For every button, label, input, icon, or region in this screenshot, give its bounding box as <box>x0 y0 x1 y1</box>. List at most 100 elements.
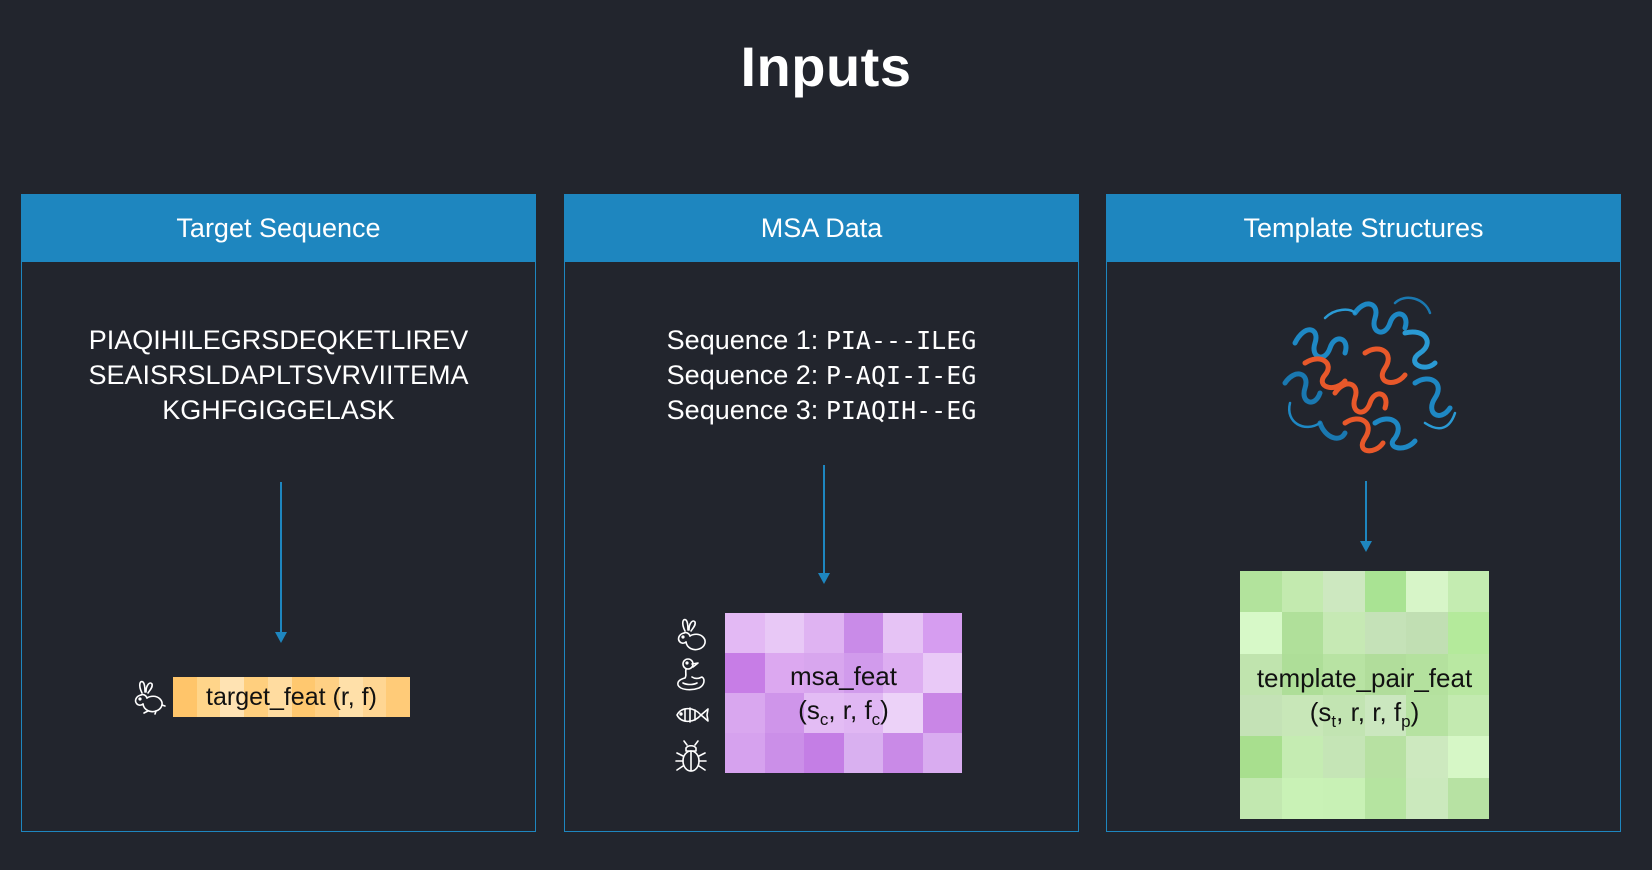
template-pair-feat-cell <box>1364 612 1406 654</box>
sequence-line-1: PIAQIHILEGRSDEQKETLIREV <box>88 325 469 355</box>
msa-feat-cell <box>883 733 923 773</box>
template-pair-feat-cell <box>1447 653 1489 695</box>
template-pair-feat-cell <box>1447 612 1489 654</box>
rabbit-icon <box>134 680 166 715</box>
msa-feat-cell <box>804 693 844 733</box>
target-arrow-head <box>275 632 287 643</box>
target-sequence-header: Target Sequence <box>22 195 535 262</box>
template-pair-feat-cell <box>1240 612 1282 654</box>
sequence-line-3: KGHFGIGGELASK <box>162 395 395 425</box>
msa-feat-cell <box>725 693 765 733</box>
template-pair-feat-grid <box>1240 571 1489 819</box>
template-pair-feat-cell <box>1364 571 1406 613</box>
target-feat-cell <box>338 677 363 717</box>
msa-feat-cell <box>764 613 804 653</box>
target-feat-cell <box>362 677 387 717</box>
template-pair-feat-cell <box>1281 694 1323 737</box>
template-pair-feat-label: template_pair_feat (st, r, r, fp) <box>1256 663 1473 732</box>
msa-feat-cell <box>922 733 962 773</box>
msa-feat-cell <box>922 693 962 733</box>
template-pair-feat-cell <box>1323 653 1365 695</box>
template-pair-feat-cell <box>1406 653 1448 695</box>
bug-icon <box>675 740 707 772</box>
msa-feat-cell <box>883 653 923 693</box>
template-arrow-head <box>1360 541 1372 552</box>
duck-icon <box>677 658 705 691</box>
rabbit-icon <box>677 618 706 651</box>
template-pair-feat-cell <box>1323 612 1365 654</box>
target-sequence-panel: Target Sequence PIAQIHILEGRSDEQKETLIREV … <box>21 194 536 832</box>
template-pair-feat-cell <box>1364 653 1406 695</box>
msa-row-2: Sequence 2: P-AQI-I-EG <box>666 360 977 390</box>
template-pair-feat-cell <box>1406 571 1448 613</box>
template-pair-feat-cell <box>1281 571 1323 613</box>
fish-icon <box>676 707 709 723</box>
target-feat-label: target_feat (r, f) <box>206 682 377 711</box>
msa-arrow-head <box>818 573 830 584</box>
template-pair-feat-cell <box>1281 736 1323 778</box>
msa-feat-grid <box>725 613 962 773</box>
template-pair-feat-cell <box>1447 694 1489 737</box>
template-pair-feat-cell <box>1364 736 1406 778</box>
msa-feat-label: msa_feat (sc, r, fc) <box>790 661 897 730</box>
template-pair-feat-cell <box>1240 653 1282 695</box>
msa-row-3: Sequence 3: PIAQIH--EG <box>666 395 977 425</box>
msa-feat-cell <box>725 653 765 693</box>
target-feat-cell <box>315 677 339 717</box>
template-pair-feat-cell <box>1281 612 1323 654</box>
page-title: Inputs <box>740 35 912 98</box>
sequence-line-2: SEAISRSLDAPLTSVRVIITEMA <box>88 360 469 390</box>
template-pair-feat-cell <box>1323 736 1365 778</box>
msa-feat-cell <box>843 693 883 733</box>
template-pair-feat-cell <box>1240 694 1282 737</box>
template-pair-feat-cell <box>1406 694 1448 737</box>
target-feat-cell <box>386 677 410 717</box>
target-feat-cell <box>196 677 221 717</box>
msa-feat-cell <box>843 613 883 653</box>
template-pair-feat-cell <box>1406 736 1448 778</box>
protein-structure-icon <box>1282 296 1457 454</box>
msa-arrow-line <box>823 465 825 575</box>
msa-feat-cell <box>843 653 883 693</box>
template-arrow-line <box>1365 481 1367 543</box>
template-pair-feat-cell <box>1323 694 1365 737</box>
template-pair-feat-cell <box>1406 612 1448 654</box>
target-arrow-line <box>280 482 282 634</box>
template-structures-panel: Template Structures template_pair_feat (… <box>1106 194 1621 832</box>
template-pair-feat-cell <box>1447 736 1489 778</box>
template-pair-feat-cell <box>1323 571 1365 613</box>
msa-feat-cell <box>922 653 962 693</box>
target-feat-bar: target_feat (r, f) <box>173 677 410 717</box>
template-pair-feat-cell <box>1281 653 1323 695</box>
msa-data-panel: MSA Data Sequence 1: PIA---ILEG Sequence… <box>564 194 1079 832</box>
msa-feat-cell <box>843 733 883 773</box>
template-pair-feat-cell <box>1240 571 1282 613</box>
msa-data-header: MSA Data <box>565 195 1078 262</box>
target-sequence-text: PIAQIHILEGRSDEQKETLIREV SEAISRSLDAPLTSVR… <box>22 323 535 428</box>
msa-sequence-list: Sequence 1: PIA---ILEG Sequence 2: P-AQI… <box>565 323 1078 428</box>
msa-feat-cell <box>804 653 844 693</box>
template-pair-feat-cell <box>1447 777 1489 819</box>
msa-feat-cell <box>764 693 804 733</box>
template-structures-header: Template Structures <box>1107 195 1620 262</box>
template-pair-feat-cell <box>1364 777 1406 819</box>
msa-feat-cell <box>725 613 765 653</box>
template-pair-feat-cell <box>1406 777 1448 819</box>
template-pair-feat-cell <box>1281 777 1323 819</box>
target-feat-cell <box>267 677 292 717</box>
msa-feat-cell <box>764 733 804 773</box>
target-feat-cell <box>244 677 268 717</box>
target-feat-cell <box>173 677 197 717</box>
msa-feat-cell <box>883 613 923 653</box>
template-pair-feat-cell <box>1323 777 1365 819</box>
target-feat-cell <box>220 677 245 717</box>
msa-feat-cell <box>764 653 804 693</box>
msa-feat-cell <box>725 733 765 773</box>
msa-feat-cell <box>804 733 844 773</box>
msa-row-1: Sequence 1: PIA---ILEG <box>666 325 977 355</box>
template-pair-feat-cell <box>1240 736 1282 778</box>
msa-feat-cell <box>883 693 923 733</box>
msa-feat-cell <box>804 613 844 653</box>
template-pair-feat-cell <box>1364 694 1406 737</box>
template-pair-feat-cell <box>1240 777 1282 819</box>
